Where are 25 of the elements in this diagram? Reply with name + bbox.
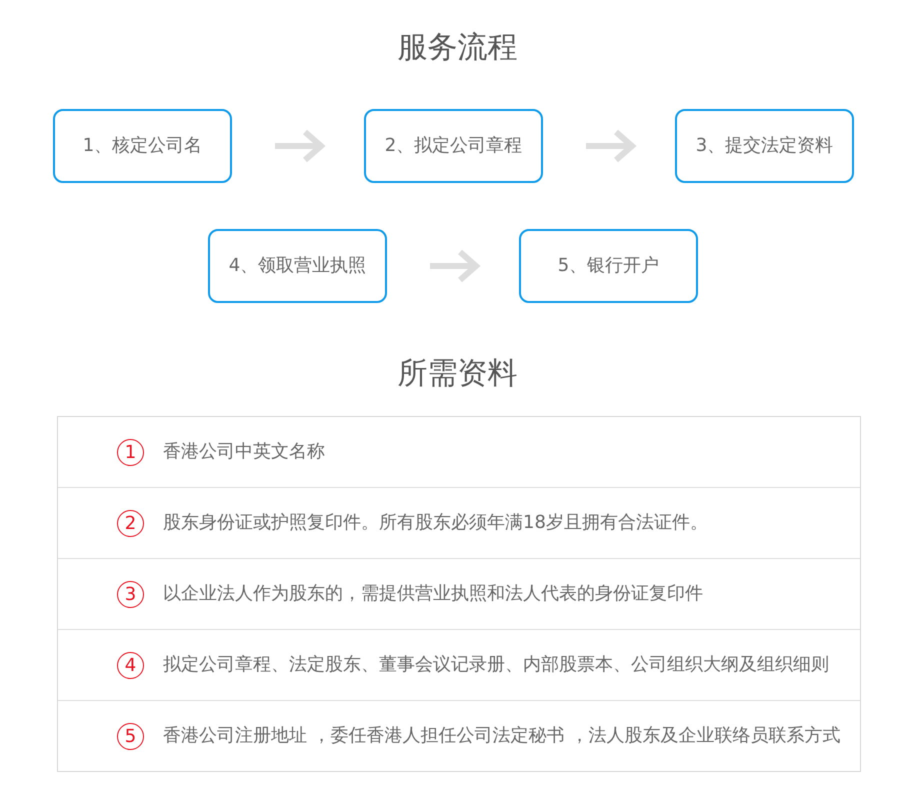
section-heading: 所需资料 bbox=[398, 356, 518, 392]
step-label: 4、领取营业执照 bbox=[228, 254, 366, 278]
page-title: 服务流程 bbox=[398, 30, 518, 66]
step-label: 2、拟定公司章程 bbox=[384, 134, 522, 158]
step-box bbox=[675, 109, 854, 183]
step-box bbox=[519, 229, 698, 303]
requirement-text: 香港公司中英文名称 bbox=[163, 440, 325, 464]
list-number: 1 bbox=[117, 438, 144, 466]
requirement-text: 股东身份证或护照复印件。所有股东必须年满18岁且拥有合法证件。 bbox=[163, 511, 708, 535]
step-box bbox=[208, 229, 387, 303]
arrow bbox=[586, 129, 635, 163]
step-label: 3、提交法定资料 bbox=[696, 134, 834, 158]
requirement-text: 以企业法人作为股东的，需提供营业执照和法人代表的身份证复印件 bbox=[163, 582, 703, 606]
list-number: 2 bbox=[117, 510, 144, 536]
list-number: 3 bbox=[117, 580, 144, 608]
requirement-text: 拟定公司章程、法定股东、董事会议记录册、内部股票本、公司组织大纲及组织细则 bbox=[163, 653, 829, 677]
step-label: 1、核定公司名 bbox=[82, 134, 202, 158]
step-label: 5、银行开户 bbox=[558, 254, 660, 278]
requirement-text: 香港公司注册地址 ，委任香港人担任公司法定秘书 ，法人股东及企业联络员联系方式 bbox=[163, 724, 840, 748]
arrow bbox=[430, 249, 479, 283]
list-number: 5 bbox=[117, 722, 144, 750]
arrow bbox=[275, 129, 324, 163]
step-box bbox=[53, 109, 232, 183]
list-number: 4 bbox=[117, 652, 144, 678]
step-box bbox=[364, 109, 543, 183]
